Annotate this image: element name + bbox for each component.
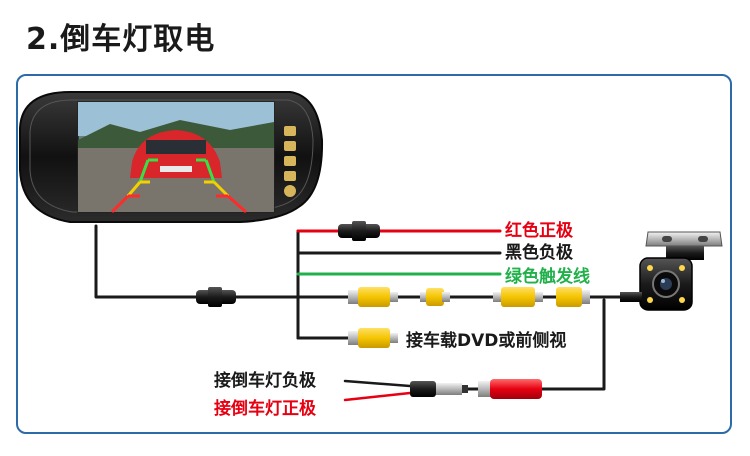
parking-guideline-green [138, 158, 216, 183]
rca-connector-yellow-4 [556, 287, 590, 307]
reverse-positive-lead [343, 391, 412, 402]
mirror-monitor [19, 91, 324, 223]
monitor-buttons [284, 126, 296, 197]
label-reverse-negative: 接倒车灯负极 [214, 371, 316, 391]
parking-guideline-yellow [126, 180, 230, 198]
rca-connector-yellow-1 [348, 287, 398, 307]
label-red-positive: 红色正极 [505, 221, 573, 241]
rca-connector-dvd [348, 328, 398, 348]
dc-socket-red [478, 379, 542, 399]
label-green-trigger: 绿色触发线 [505, 267, 590, 287]
parking-guideline-red [110, 194, 247, 214]
page-title: 2.倒车灯取电 [26, 22, 216, 57]
camera-power-wire [540, 298, 606, 391]
wires [94, 224, 650, 402]
backup-camera-icon [620, 231, 723, 311]
monitor-cable [94, 224, 198, 299]
rca-connector-yellow-3 [493, 287, 543, 307]
dc-plug-icon [410, 381, 468, 397]
monitor-cable-connector [196, 287, 236, 307]
label-reverse-positive: 接倒车灯正极 [214, 399, 316, 419]
inline-connector [338, 221, 380, 241]
reverse-negative-lead [343, 379, 412, 388]
label-black-negative: 黑色负极 [505, 243, 573, 263]
label-dvd-side: 接车载DVD或前侧视 [406, 331, 567, 351]
rca-connector-yellow-2 [420, 288, 450, 306]
